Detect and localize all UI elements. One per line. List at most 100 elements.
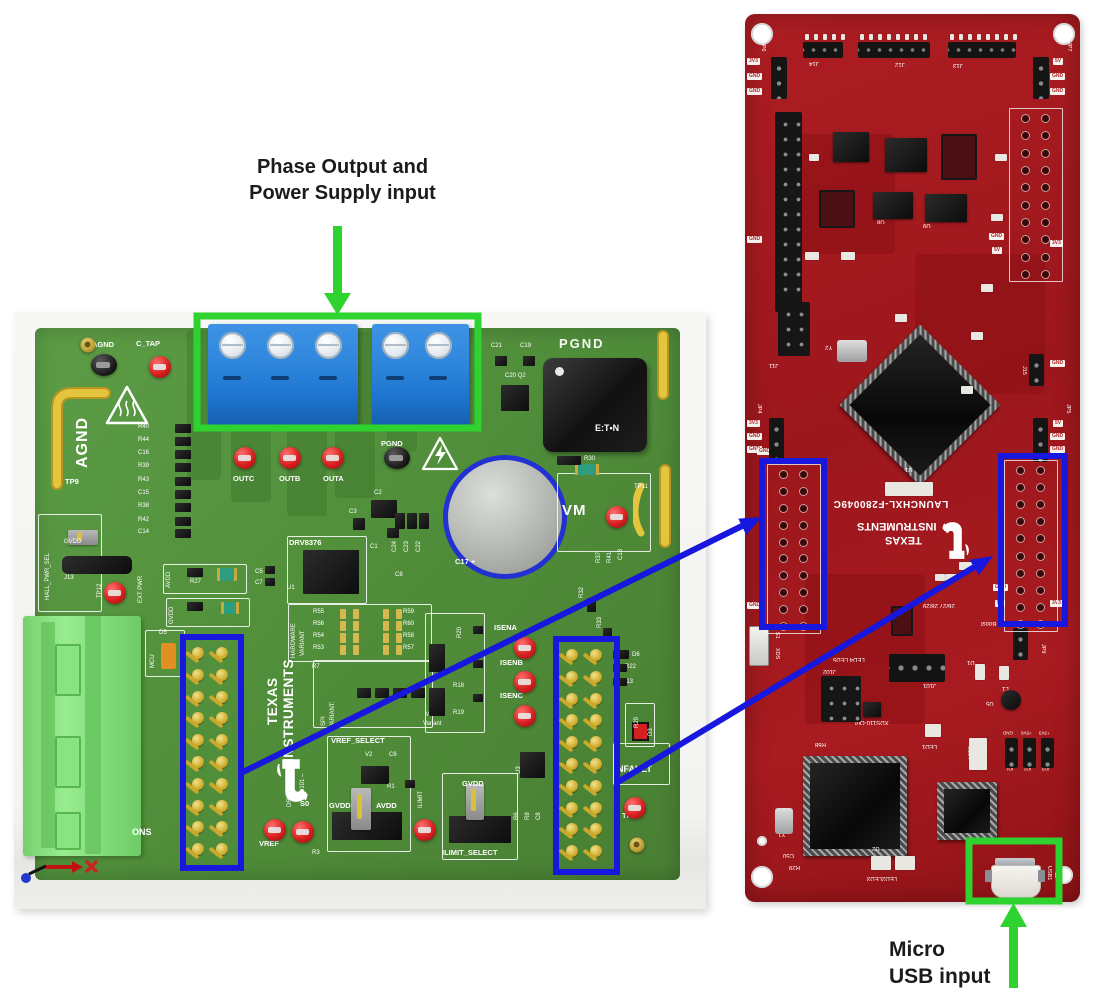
pcb-label: R58 [403,633,415,639]
pcb-label: C2 [374,490,382,496]
header-hole [1016,602,1025,612]
pcb-label: C8 [536,812,542,820]
pcb-label: TP12 [97,583,103,598]
header-hole [1016,585,1025,595]
ti-logo [942,522,969,559]
boosterpack-header [948,42,1016,58]
pcb-label: R59 [403,609,415,615]
passive-component [959,562,973,570]
pcb-label: R43 [138,477,150,483]
pcb-part [613,678,627,686]
pcb-label: C1 [370,544,378,550]
passive-component [841,252,855,260]
pcb-label: GVDD [329,801,351,810]
pcb-label: NFAULT [617,764,652,774]
pcb-label: R56 [313,621,325,627]
header-hole [1036,551,1045,561]
pcb-part [357,688,371,698]
left-header-pin [216,777,228,790]
pin-header [775,112,802,312]
crystal [775,808,793,834]
pcb-label: R68 [815,741,827,747]
passive-component [935,574,945,581]
led-d2 [221,602,239,614]
pcb-part [175,477,191,486]
pcb-part [473,626,483,634]
pcb-part [340,645,346,655]
pcb-label: R37 [596,551,602,563]
upper-right-header-footprint [1009,108,1063,282]
header-hole [779,554,788,564]
pcb-part [396,621,402,631]
test-point-ISENA [514,637,536,659]
pcb-label: OUTB [279,474,301,483]
pcb-label: LED1 [922,743,938,749]
pin-label-tick [995,34,999,40]
test-point-TP10 [624,797,646,819]
pcb-label: TEXAS [885,534,922,546]
pcb-label: 5V [1053,420,1064,427]
header-hole [799,622,808,631]
pcb-label: PGND [559,336,605,351]
pcb-label: INSTRUMENTS [857,520,937,532]
ic-chip [925,194,967,222]
pcb-label: R53 [313,645,325,651]
test-point-OUTB [279,447,301,469]
header-hole [1036,500,1045,510]
right-header-pin [566,670,578,683]
pcb-part [175,424,191,433]
pcb-part [353,609,359,619]
left-header-pin [192,690,204,703]
pcb-part [353,518,365,530]
header-hole [1036,517,1045,527]
pcb-label: 3V3 [1050,240,1063,247]
right-header-pin [566,649,578,661]
header-hole [1036,534,1045,544]
passive-component [925,724,941,737]
pcb-part [175,437,191,446]
pcb-label: J102 [823,668,837,674]
pcb-label: AGND [74,416,91,468]
pcb-label: R8 [525,812,531,820]
header-hole [1021,200,1030,210]
header-hole [779,537,788,547]
pcb-label: D5 [159,630,167,636]
pcb-label: C21 [491,343,503,349]
left-header-pin [192,799,204,812]
micro-usb-connector [985,858,1045,900]
pcb-label: D6 [632,652,640,658]
jumper [1023,738,1036,768]
pcb-label: R41 [607,551,613,563]
header-hole [1041,270,1050,279]
pcb-label: ISENC [500,691,523,700]
left-header-footprint [767,464,821,634]
header-hole [799,486,808,496]
left-header-pin [216,843,228,856]
mount-hole [751,866,773,888]
phase-arrow-shaft [333,226,342,296]
phase-terminal-block [208,324,358,426]
pcb-label: 3V3 [747,58,760,65]
pcb-label: GVDD [462,779,484,788]
pcb-label: GVDD [169,606,175,624]
pin-header [778,302,810,356]
pcb-part [383,621,389,631]
pin-label-tick [887,34,891,40]
pcb-label: Y2 [825,344,833,350]
pcb-label: C23 [404,540,410,552]
right-header-pin [566,845,578,858]
test-point-pad [629,837,645,853]
led-d5 [161,643,176,669]
terminal-slot [386,376,404,380]
pcb-label: LED4 LED5 [833,656,865,662]
mount-hole [751,23,773,45]
pin-label-tick [823,34,827,40]
passive-component [945,574,957,581]
pin-label-tick [805,34,809,40]
pcb-label: J15 [1021,366,1027,375]
pcb-part [361,766,389,784]
pcb-label: C17 + [455,557,476,566]
pcb-label: R29 [789,864,801,870]
header-hole [1036,483,1045,493]
